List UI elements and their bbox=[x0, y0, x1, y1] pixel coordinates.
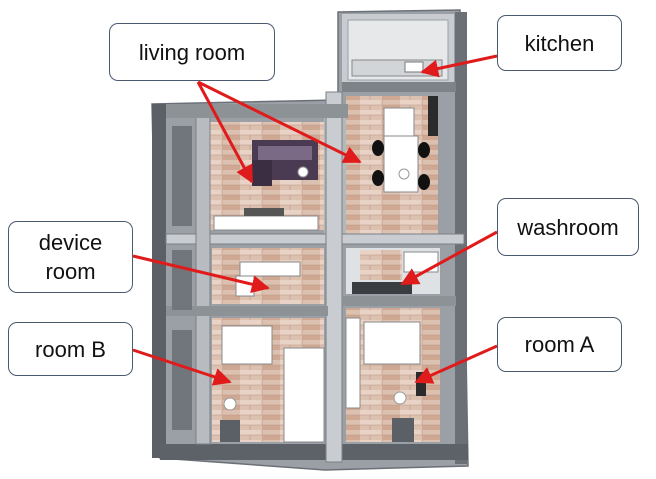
kitchen-area bbox=[342, 14, 456, 92]
kitchen-label: kitchen bbox=[497, 15, 622, 71]
washroom-label-text: washroom bbox=[517, 214, 619, 240]
room-b-label: room B bbox=[8, 322, 133, 376]
washroom-label: washroom bbox=[497, 198, 639, 256]
arrow-living-room-1 bbox=[196, 81, 254, 184]
device-room-floor bbox=[212, 248, 324, 304]
device-room-label-line2: room bbox=[45, 259, 96, 284]
arrow-living-room-2 bbox=[197, 80, 362, 164]
device-room-label-line1: device bbox=[38, 230, 103, 255]
kitchen-label-text: kitchen bbox=[524, 30, 595, 56]
arrow-room-a bbox=[414, 344, 498, 384]
washroom-floor bbox=[346, 248, 440, 294]
interior-walls bbox=[165, 91, 465, 463]
arrow-device-room bbox=[132, 254, 270, 294]
living-room-label-text: living room bbox=[138, 39, 246, 65]
living-room-label: living room bbox=[109, 23, 275, 81]
device-room-label: device room bbox=[8, 221, 133, 293]
callout-arrows bbox=[132, 54, 498, 386]
room-b-label-text: room B bbox=[35, 336, 106, 362]
room-b-floor bbox=[212, 318, 325, 443]
room-a-floor bbox=[345, 308, 440, 442]
arrow-room-b bbox=[132, 348, 232, 386]
arrow-kitchen bbox=[420, 54, 498, 78]
arrow-washroom bbox=[400, 230, 498, 286]
room-a-label-text: room A bbox=[524, 332, 595, 357]
room-a-label: room A bbox=[497, 317, 622, 372]
